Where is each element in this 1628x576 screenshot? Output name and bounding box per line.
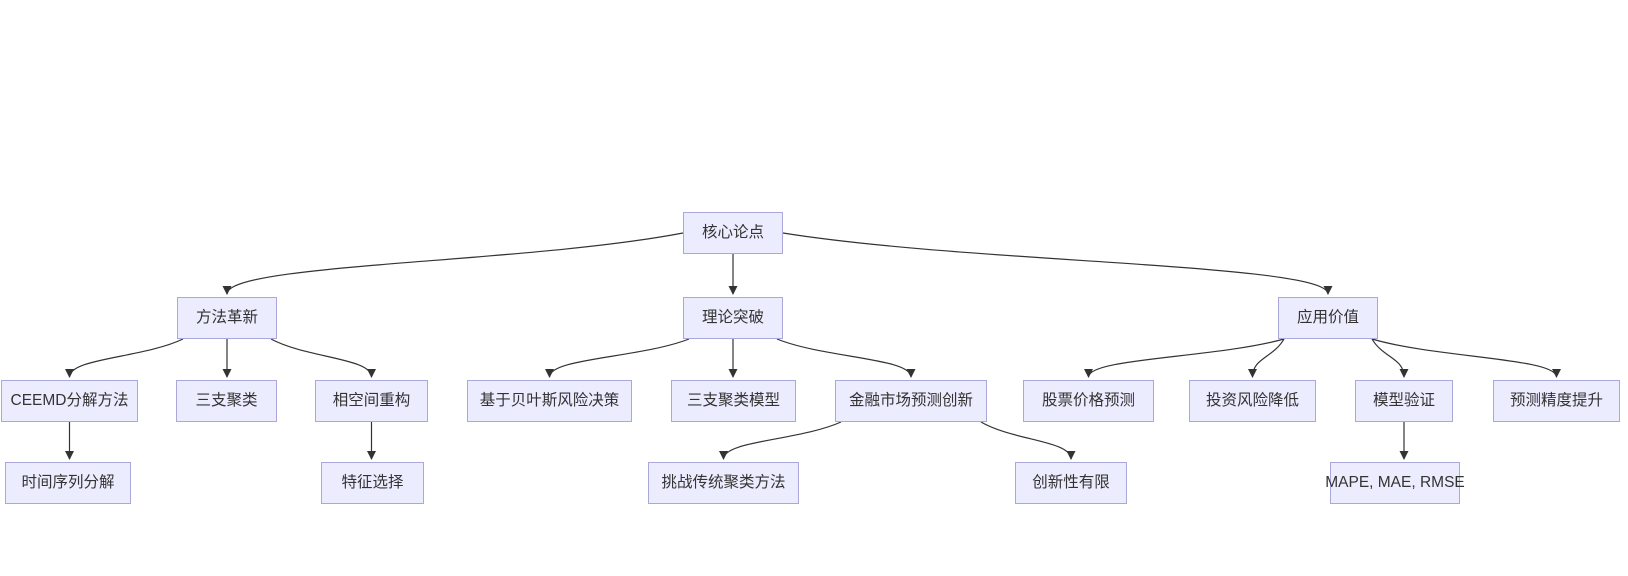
edge-application-value--forecast-precision-improvement <box>1371 338 1561 378</box>
diagram-node-core-thesis: 核心论点 <box>683 212 783 254</box>
diagram-node-three-way-clustering: 三支聚类 <box>176 380 277 422</box>
diagram-node-time-series-decomposition: 时间序列分解 <box>5 462 131 504</box>
node-label: 三支聚类模型 <box>686 391 780 409</box>
edge-financial-forecast-innovation--challenge-traditional-clustering <box>719 421 842 460</box>
diagram-node-three-way-clustering-model: 三支聚类模型 <box>671 380 796 422</box>
diagram-node-theory-breakthrough: 理论突破 <box>683 297 783 339</box>
edge-application-value--stock-price-prediction <box>1084 338 1285 378</box>
edge-theory-breakthrough--bayesian-risk-decision <box>545 338 690 378</box>
diagram-node-limited-novelty: 创新性有限 <box>1015 462 1127 504</box>
diagram-node-phase-space-reconstruction: 相空间重构 <box>315 380 428 422</box>
edge-application-value--model-validation <box>1371 338 1409 378</box>
node-label: 理论突破 <box>701 308 764 326</box>
node-label: 投资风险降低 <box>1205 391 1299 409</box>
edge-core-thesis--method-innovation <box>222 232 684 295</box>
edge-core-thesis--application-value <box>782 232 1333 295</box>
edge-financial-forecast-innovation--limited-novelty <box>980 421 1076 460</box>
diagram-node-financial-forecast-innovation: 金融市场预测创新 <box>835 380 987 422</box>
node-label: 方法革新 <box>195 308 258 326</box>
node-label: 特征选择 <box>341 473 404 491</box>
diagram-node-error-metrics: MAPE, MAE, RMSE <box>1325 462 1465 504</box>
diagram-node-challenge-traditional-clustering: 挑战传统聚类方法 <box>648 462 799 504</box>
edge-method-innovation--ceemd-decomposition <box>65 338 184 378</box>
node-label: 基于贝叶斯风险决策 <box>479 391 620 409</box>
diagram-node-investment-risk-reduction: 投资风险降低 <box>1189 380 1316 422</box>
node-label: 相空间重构 <box>332 391 411 409</box>
node-label: 预测精度提升 <box>1509 391 1603 409</box>
node-label: 核心论点 <box>701 223 764 241</box>
node-label: 创新性有限 <box>1032 473 1110 491</box>
node-label: 挑战传统聚类方法 <box>661 473 786 491</box>
edge-method-innovation--phase-space-reconstruction <box>270 338 376 378</box>
diagram-node-application-value: 应用价值 <box>1278 297 1378 339</box>
diagram-node-model-validation: 模型验证 <box>1355 380 1453 422</box>
node-label: 股票价格预测 <box>1041 391 1135 409</box>
diagram-node-forecast-precision-improvement: 预测精度提升 <box>1493 380 1620 422</box>
node-label: 模型验证 <box>1372 391 1435 409</box>
edge-application-value--investment-risk-reduction <box>1248 338 1285 378</box>
diagram-node-ceemd-decomposition: CEEMD分解方法 <box>1 380 138 422</box>
node-label: 三支聚类 <box>195 391 258 409</box>
diagram-node-method-innovation: 方法革新 <box>177 297 277 339</box>
diagram-node-feature-selection: 特征选择 <box>321 462 424 504</box>
node-label: 应用价值 <box>1296 308 1359 326</box>
node-label: 金融市场预测创新 <box>848 391 973 409</box>
diagram-node-stock-price-prediction: 股票价格预测 <box>1023 380 1154 422</box>
node-label: CEEMD分解方法 <box>10 391 129 409</box>
edge-theory-breakthrough--financial-forecast-innovation <box>776 338 916 378</box>
diagram-node-bayesian-risk-decision: 基于贝叶斯风险决策 <box>467 380 632 422</box>
node-label: 时间序列分解 <box>21 473 115 491</box>
node-label: MAPE, MAE, RMSE <box>1325 473 1465 491</box>
